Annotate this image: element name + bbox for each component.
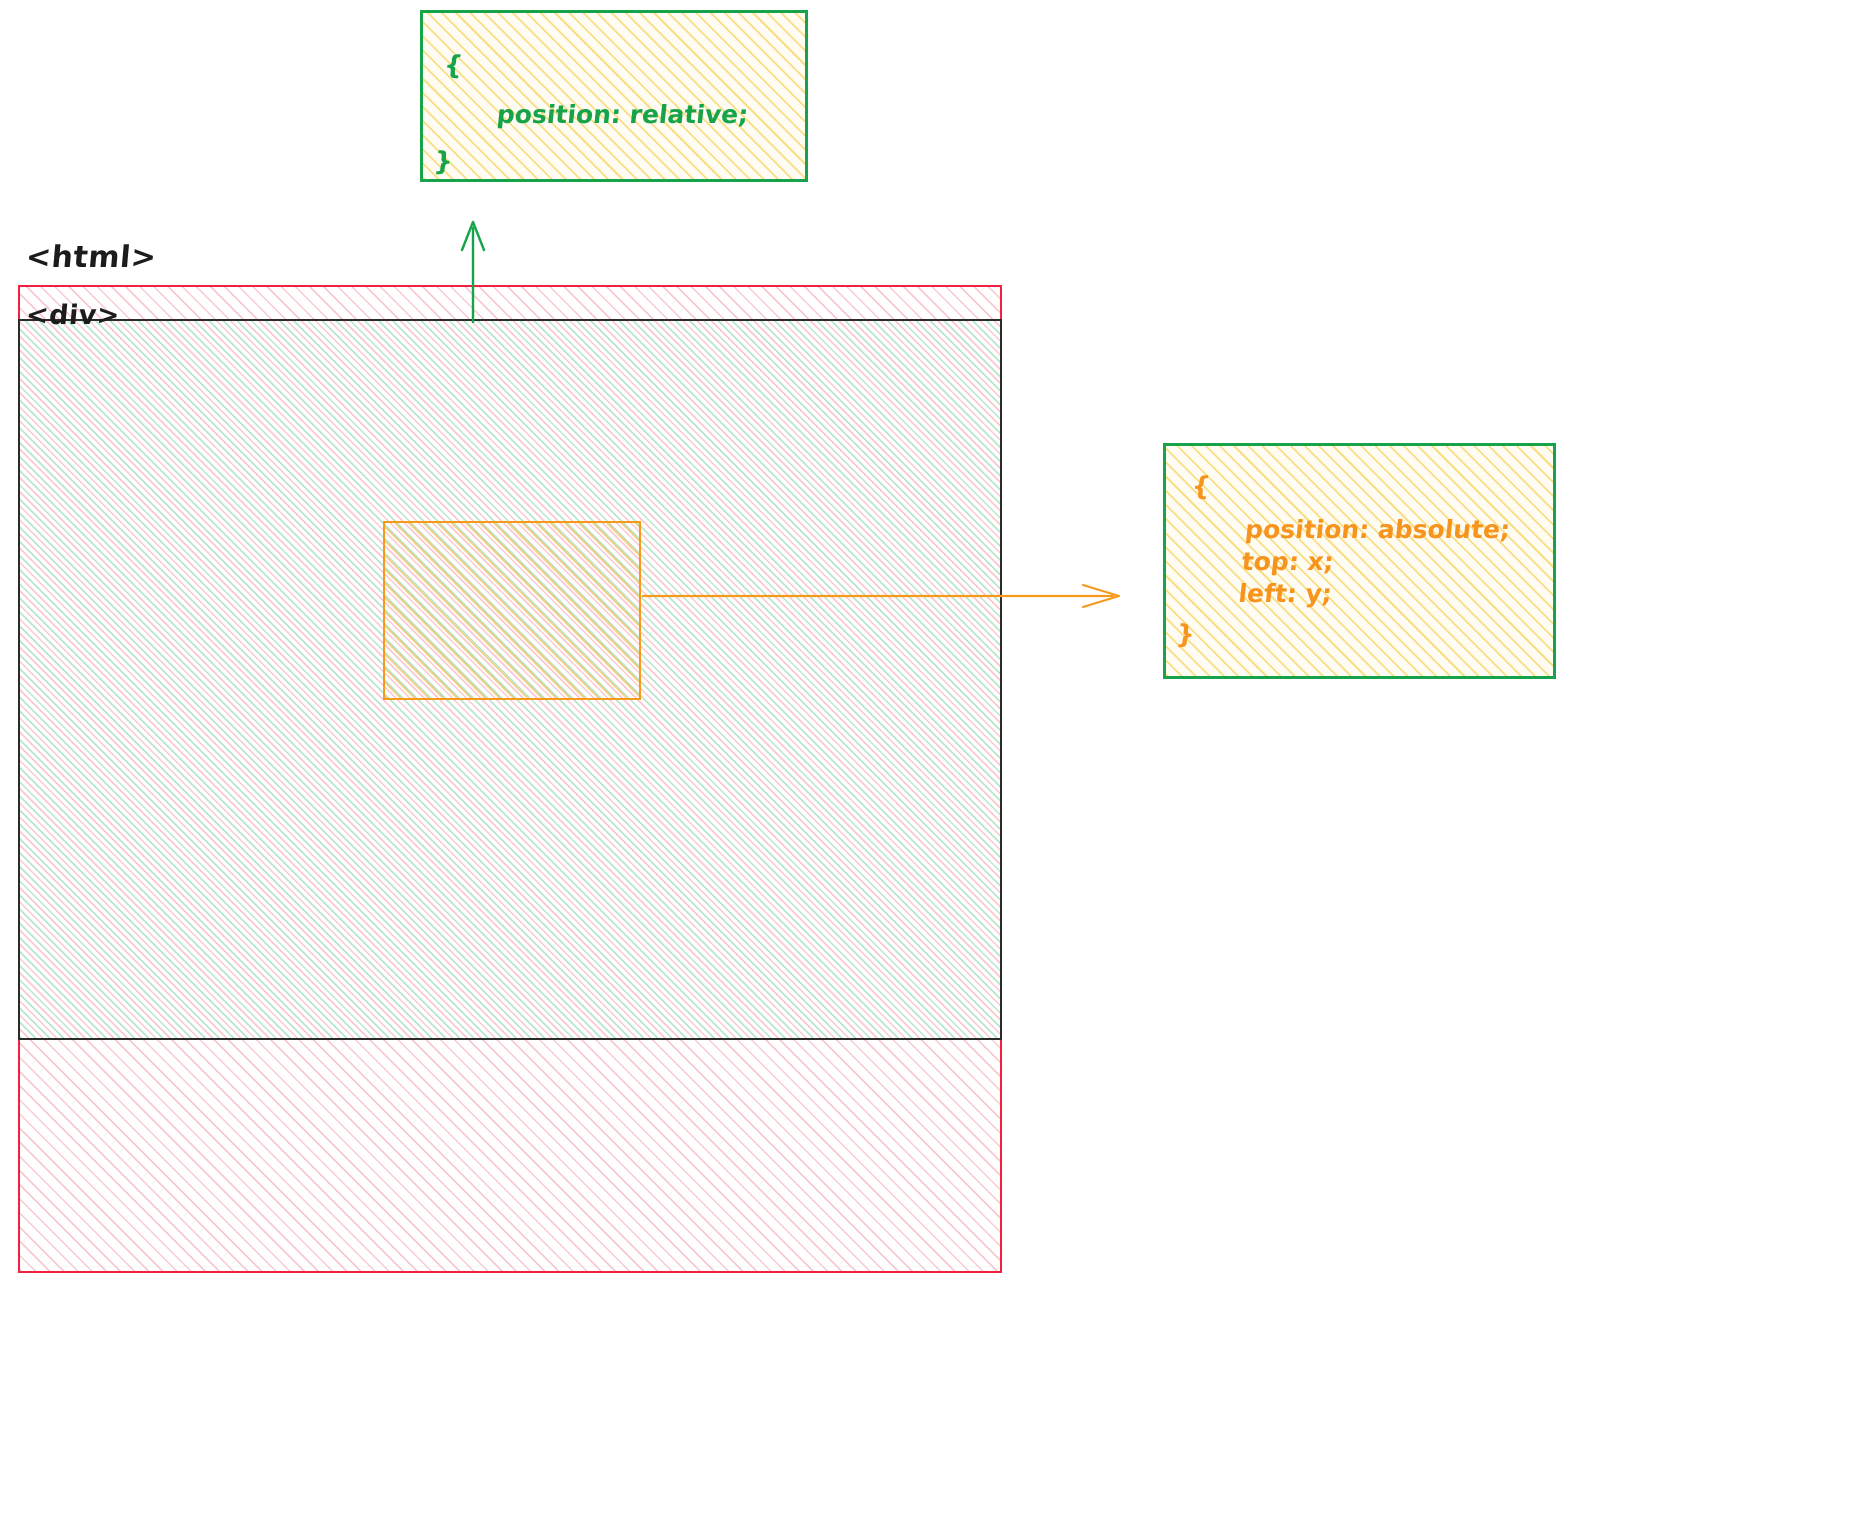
brace-open: { bbox=[442, 51, 465, 81]
declaration-position-absolute: position: absolute; bbox=[1243, 515, 1512, 544]
brace-close: } bbox=[1174, 620, 1197, 650]
note-position-relative: { position: relative; } bbox=[420, 10, 808, 182]
brace-close: } bbox=[432, 147, 455, 177]
note-position-absolute: { position: absolute; top: x; left: y; } bbox=[1163, 443, 1556, 679]
declaration-top: top: x; bbox=[1240, 547, 1336, 576]
absolutely-positioned-child-box bbox=[383, 521, 641, 700]
html-tag-label: <html> bbox=[24, 240, 159, 275]
note-relative-code: { position: relative; } bbox=[414, 13, 813, 179]
div-tag-label: <div> bbox=[24, 300, 122, 331]
declaration-left: left: y; bbox=[1237, 579, 1334, 608]
brace-open: { bbox=[1190, 472, 1212, 502]
declaration-position-relative: position: relative; bbox=[495, 100, 750, 129]
note-absolute-code: { position: absolute; top: x; left: y; } bbox=[1154, 446, 1565, 676]
html-element-box bbox=[18, 285, 1002, 1273]
